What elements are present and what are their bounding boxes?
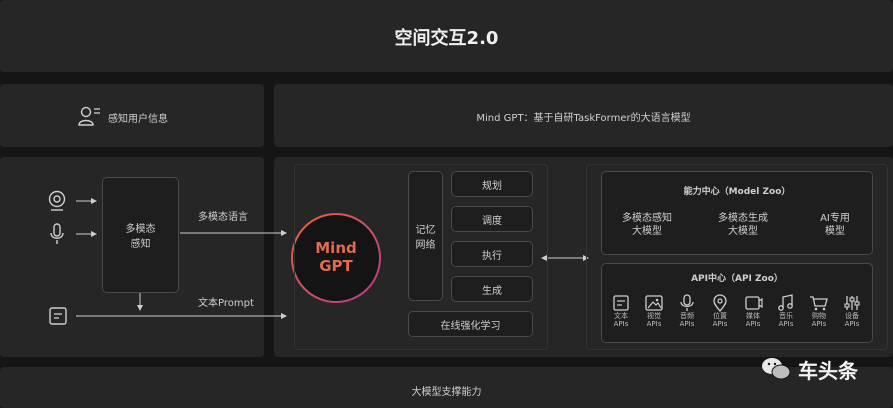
api-item-text: 文本 APIs — [610, 294, 632, 328]
api-label-line1: 视觉 — [647, 312, 661, 320]
model-zoo-item: 多模态生成 大模型 — [707, 212, 779, 238]
task-generation: 生成 — [451, 276, 533, 302]
api-item-location: 位置 APIs — [709, 294, 731, 328]
user-info-label: 感知用户信息 — [108, 114, 168, 125]
memory-line2: 网络 — [415, 240, 436, 251]
model-item-line1: 多模态生成 — [718, 213, 768, 224]
text-doc-icon — [610, 294, 632, 312]
footer-panel — [0, 367, 893, 408]
api-label-line2: APIs — [646, 320, 662, 328]
user-profile-icon — [78, 105, 102, 127]
task-scheduling: 调度 — [451, 206, 533, 232]
api-item-vision: 视觉 APIs — [643, 294, 665, 328]
microphone-icon — [676, 294, 698, 312]
watermark: 车头条 — [760, 351, 890, 387]
circle-line1: Mind — [315, 239, 357, 257]
api-label-line1: 设备 — [845, 312, 859, 320]
memory-line1: 记忆 — [415, 225, 436, 236]
model-zoo-title: 能力中心（Model Zoo） — [683, 187, 791, 197]
camera-icon — [47, 190, 67, 212]
header-panel — [0, 0, 893, 72]
mindgpt-label: Mind GPT：基于自研TaskFormer的大语言模型 — [476, 113, 691, 124]
page-title: 空间交互2.0 — [394, 28, 499, 49]
image-icon — [643, 294, 665, 312]
multimodal-perception-box: 多模态 感知 — [102, 177, 179, 293]
music-note-icon — [775, 294, 797, 312]
model-item-line2: 大模型 — [728, 226, 758, 237]
api-label-line2: APIs — [745, 320, 761, 328]
api-item-device: 设备 APIs — [841, 294, 863, 328]
mindgpt-panel — [274, 84, 893, 147]
api-zoo-title: API中心（API Zoo） — [691, 274, 783, 284]
multimodal-language-label: 多模态语言 — [198, 212, 248, 223]
model-zoo-box — [601, 171, 873, 255]
api-label-line1: 购物 — [812, 312, 826, 320]
task-execution: 执行 — [451, 241, 533, 267]
perception-box-line2: 感知 — [130, 239, 151, 250]
user-info-panel — [0, 84, 264, 147]
text-prompt-label: 文本Prompt — [198, 298, 254, 309]
model-zoo-item: AI专用 模型 — [799, 212, 871, 238]
api-label-line1: 音乐 — [779, 312, 793, 320]
api-label-line1: 音频 — [680, 312, 694, 320]
model-item-line1: 多模态感知 — [622, 213, 672, 224]
location-pin-icon — [709, 294, 731, 313]
microphone-icon — [49, 223, 65, 245]
api-label-line1: 媒体 — [746, 312, 760, 320]
shopping-cart-icon — [808, 294, 830, 312]
api-label-line1: 文本 — [614, 312, 628, 320]
api-label-line2: APIs — [844, 320, 860, 328]
model-item-line2: 模型 — [825, 226, 845, 237]
zoo-outer-panel — [586, 164, 888, 350]
model-item-line2: 大模型 — [632, 226, 662, 237]
wechat-logo-icon — [760, 355, 792, 383]
perception-box-line1: 多模态 — [125, 224, 156, 235]
api-item-audio: 音频 APIs — [676, 294, 698, 328]
model-item-line1: AI专用 — [820, 213, 850, 224]
api-label-line1: 位置 — [713, 312, 727, 320]
api-label-line2: APIs — [679, 320, 695, 328]
api-label-line2: APIs — [613, 320, 629, 328]
api-item-media: 媒体 APIs — [742, 294, 764, 328]
api-label-line2: APIs — [778, 320, 794, 328]
api-label-line2: APIs — [811, 320, 827, 328]
mindgpt-circle — [291, 213, 381, 303]
api-item-music: 音乐 APIs — [775, 294, 797, 328]
watermark-text: 车头条 — [798, 358, 858, 383]
task-planning: 规划 — [451, 171, 533, 197]
footer-label: 大模型支撑能力 — [411, 387, 482, 398]
text-input-icon — [49, 307, 67, 325]
online-learning-box: 在线强化学习 — [408, 311, 533, 337]
mindgpt-circle-label: Mind GPT — [292, 239, 380, 275]
core-inner-panel — [294, 164, 548, 350]
memory-network-box: 记忆 网络 — [408, 171, 443, 301]
media-icon — [742, 294, 764, 312]
api-label-line2: APIs — [712, 320, 728, 328]
api-item-shopping: 购物 APIs — [808, 294, 830, 328]
circle-line2: GPT — [319, 257, 353, 275]
model-zoo-item: 多模态感知 大模型 — [611, 212, 683, 238]
settings-sliders-icon — [841, 294, 863, 312]
